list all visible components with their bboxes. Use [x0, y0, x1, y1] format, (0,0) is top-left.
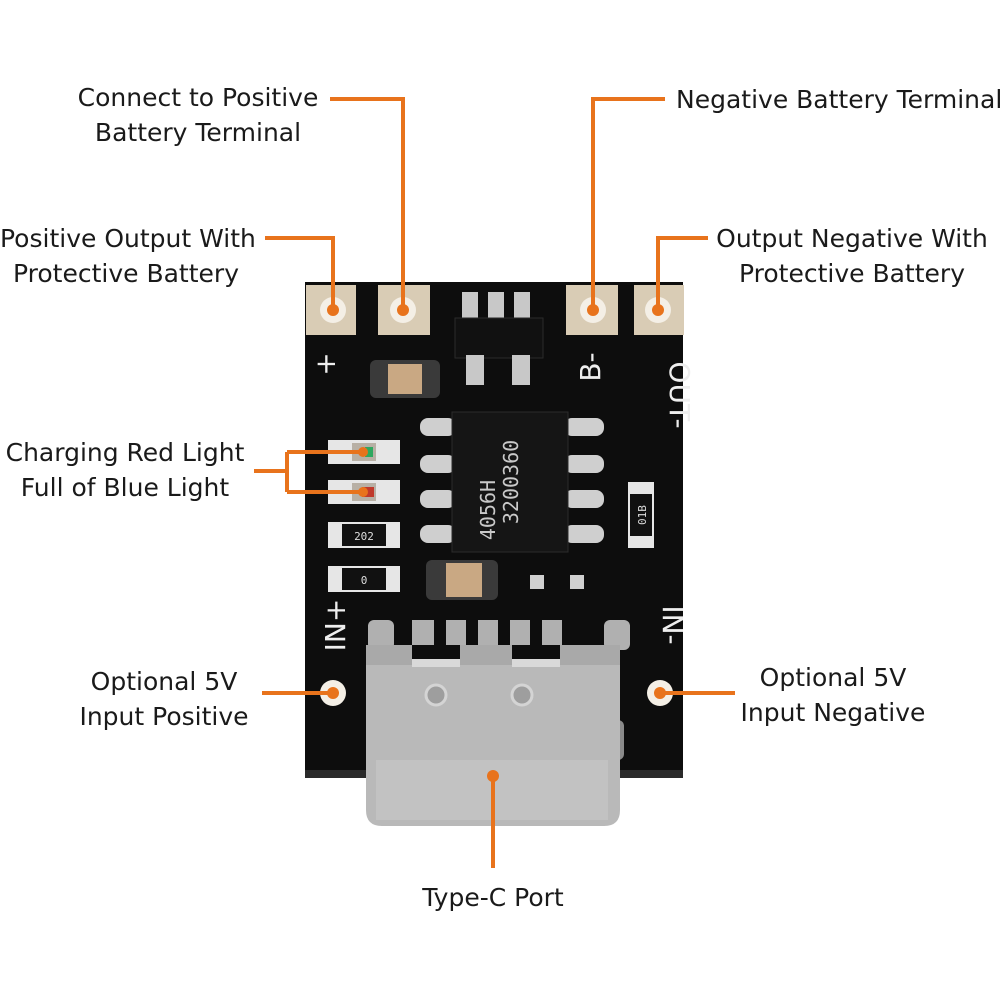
- ic-chip: 4056H 3200360: [420, 411, 604, 553]
- label-full-blue: Full of Blue Light: [20, 473, 230, 502]
- label-optional-positive-line2: Input Positive: [79, 702, 249, 731]
- label-charging-red: Charging Red Light: [5, 438, 245, 467]
- label-optional-positive: Optional 5V Input Positive: [74, 664, 254, 734]
- label-optional-negative-line2: Input Negative: [740, 698, 926, 727]
- pad-in-plus-label: IN+: [319, 599, 352, 652]
- label-output-negative: Output Negative With Protective Battery: [716, 221, 988, 291]
- leader-connect-positive: [330, 97, 405, 310]
- chip-marking-1: 4056H: [476, 480, 500, 540]
- resistor-0-label: 0: [361, 574, 368, 587]
- resistor-202-label: 202: [354, 530, 374, 543]
- resistor-01b-label: 01B: [636, 505, 649, 525]
- label-type-c: Type-C Port: [400, 880, 586, 915]
- leader-output-negative: [656, 236, 708, 310]
- pad-in-minus-label: IN-: [656, 605, 689, 644]
- pad-out-minus-label: OUT-: [663, 361, 696, 428]
- label-output-negative-line2: Protective Battery: [739, 259, 965, 288]
- label-optional-positive-line1: Optional 5V: [90, 667, 238, 696]
- label-connect-positive: Connect to Positive Battery Terminal: [70, 80, 326, 150]
- label-output-negative-line1: Output Negative With: [716, 224, 988, 253]
- label-connect-positive-line1: Connect to Positive: [77, 83, 319, 112]
- label-positive-output-line1: Positive Output With: [0, 224, 256, 253]
- label-negative-battery: Negative Battery Terminal: [676, 82, 1000, 117]
- pad-plus-label: +: [309, 352, 342, 375]
- pad-b-minus-label: B-: [574, 352, 607, 381]
- label-optional-negative: Optional 5V Input Negative: [738, 660, 928, 730]
- label-negative-battery-line1: Negative Battery Terminal: [676, 85, 1000, 114]
- label-optional-negative-line1: Optional 5V: [759, 663, 907, 692]
- leader-negative-battery: [591, 97, 665, 310]
- leader-positive-output: [265, 236, 335, 310]
- label-charging-lights: Charging Red Light Full of Blue Light: [0, 435, 250, 505]
- capacitor-top: [370, 360, 440, 398]
- leader-lines: [254, 97, 735, 868]
- label-type-c-line1: Type-C Port: [422, 883, 564, 912]
- label-positive-output: Positive Output With Protective Battery: [0, 221, 256, 291]
- label-positive-output-line2: Protective Battery: [13, 259, 239, 288]
- sot23-transistor: [454, 292, 544, 385]
- chip-marking-2: 3200360: [499, 440, 523, 524]
- label-connect-positive-line2: Battery Terminal: [94, 118, 302, 147]
